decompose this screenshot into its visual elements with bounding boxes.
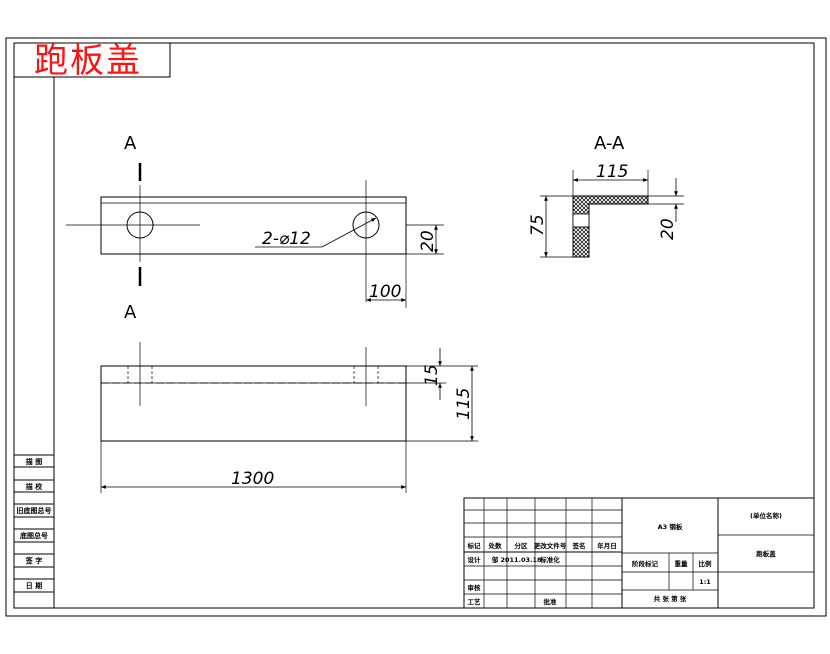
tb-design-label: 设计: [468, 555, 482, 564]
tb-sheet-info: 共 张 第 张: [654, 594, 687, 603]
dim-section-width-115: 115: [596, 162, 628, 182]
tb-header-count: 处数: [488, 541, 503, 550]
side-label-date: 日 期: [26, 581, 42, 590]
tb-header-change-doc: 更改文件号: [534, 541, 567, 550]
tb-stage-mark: 阶段标记: [632, 559, 659, 568]
plate-outline-top: [100, 196, 407, 255]
tb-company: (单位名称): [750, 511, 782, 520]
title-stamp: 跑板盖: [13, 41, 171, 81]
drawing-title: 跑板盖: [34, 41, 142, 81]
inner-frame: [13, 42, 815, 609]
hole-left: [126, 211, 154, 239]
tb-process: 工艺: [468, 597, 482, 606]
tb-approve: 批准: [544, 597, 558, 606]
side-table: 描 图 描 校 旧底图总号 底图总号 签 字 日 期: [14, 77, 55, 608]
tb-part-name: 跑板盖: [756, 549, 776, 558]
section-view: A-A 115 75 20: [528, 133, 684, 258]
dim-section-thickness-20: 20: [658, 218, 678, 240]
side-label-trace-check: 描 校: [26, 482, 43, 491]
side-label-signature: 签 字: [25, 556, 42, 565]
tb-header-zone: 分区: [515, 541, 529, 550]
section-label-bottom: A: [124, 302, 137, 323]
tb-designer: 邹: [492, 555, 499, 564]
front-view: A 15 115 1300: [100, 302, 478, 493]
hole-right: [352, 211, 380, 239]
tb-scale-value: 1:1: [699, 578, 711, 586]
outer-frame: [5, 37, 827, 617]
tb-scale-label: 比例: [699, 559, 713, 568]
tb-header-signature: 签名: [572, 541, 586, 550]
tb-header-date: 年月日: [597, 541, 617, 550]
hole-callout: 2-⌀12: [262, 229, 311, 249]
dim-front-15: 15: [422, 364, 442, 386]
plate-outline-front: [100, 365, 407, 442]
dim-height-20: 20: [418, 230, 438, 252]
tb-header-mark: 标记: [467, 541, 482, 550]
tb-material: A3 钢板: [658, 522, 683, 531]
side-label-old-number: 旧底图总号: [17, 506, 52, 515]
side-label-trace: 描 图: [26, 457, 42, 466]
tb-weight: 重量: [675, 559, 689, 568]
title-block: 标记 处数 分区 更改文件号 签名 年月日 设计 邹 2011.03.18 标准…: [463, 497, 815, 609]
tb-standardization: 标准化: [539, 555, 560, 564]
dim-length-1300: 1300: [231, 469, 274, 489]
section-label-top: A: [124, 133, 137, 154]
dim-offset-100: 100: [369, 282, 401, 302]
dim-section-height-75: 75: [528, 214, 548, 236]
top-view: A 2-⌀12 20 100: [66, 133, 444, 308]
section-view-label: A-A: [594, 133, 625, 154]
tb-review: 审核: [468, 583, 482, 592]
tb-design-date: 2011.03.18: [500, 556, 542, 564]
dim-front-115: 115: [454, 388, 474, 420]
side-label-base-number: 底图总号: [20, 531, 48, 540]
